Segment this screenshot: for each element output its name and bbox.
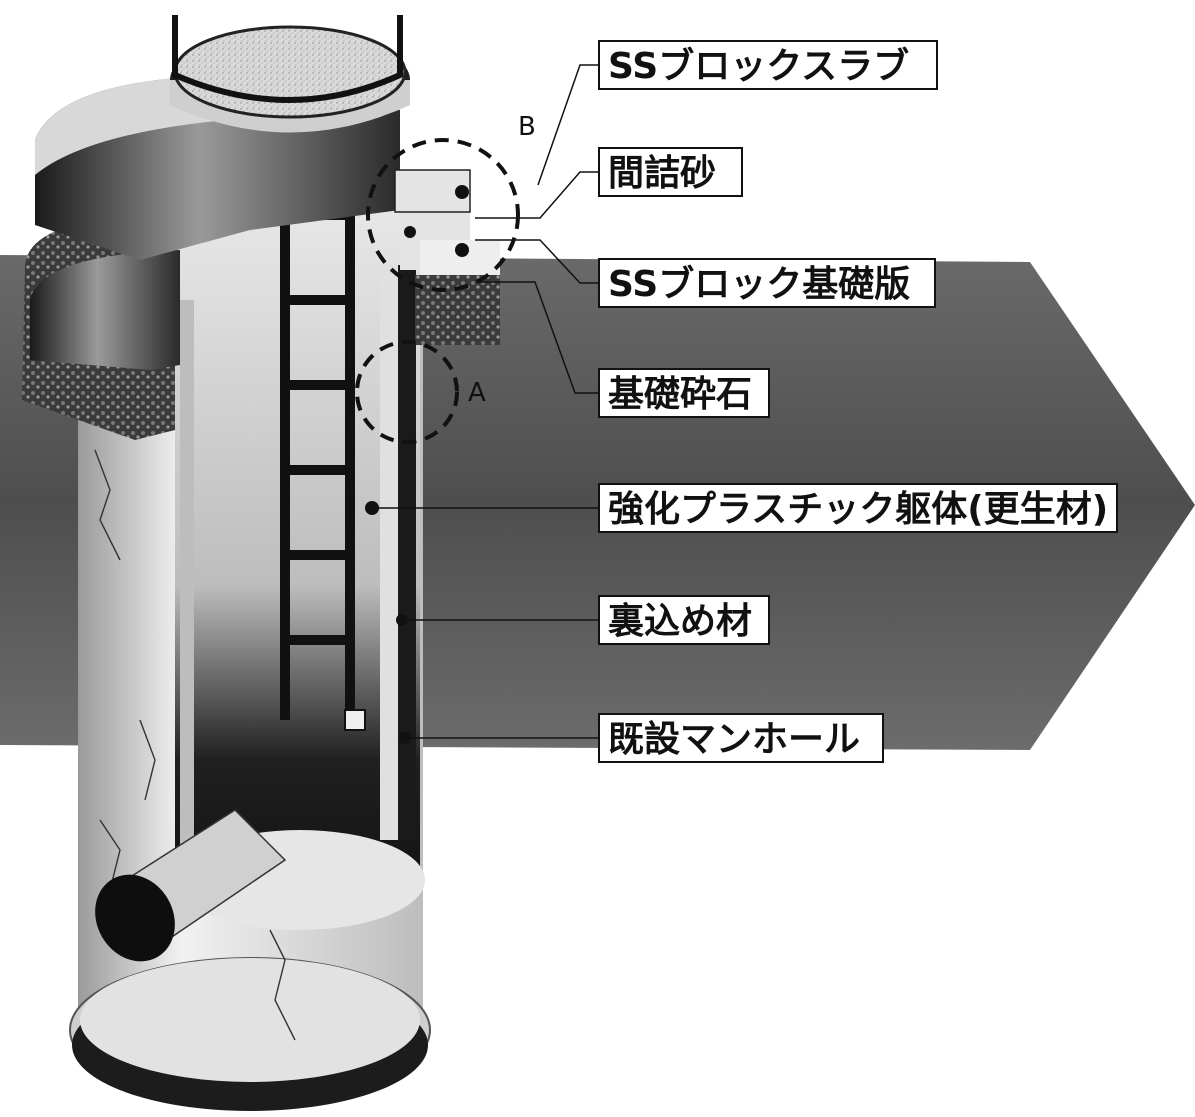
label-filler-sand: 間詰砂 (598, 147, 743, 197)
label-backfill: 裏込め材 (598, 595, 770, 645)
label-base-crushed-stone: 基礎砕石 (598, 368, 770, 418)
frp-wall (398, 265, 416, 840)
detail-circle-b (366, 138, 520, 292)
crack-lines (94, 449, 296, 1041)
leader-dots (365, 185, 469, 744)
base-crushed-stone-block (415, 275, 500, 345)
outlet-pipe (95, 809, 287, 962)
detail-circle-a (355, 340, 459, 444)
ss-block-base-ring (30, 250, 180, 370)
label-ss-block-base: SSブロック基礎版 (598, 258, 936, 308)
backfill-layer (180, 300, 194, 860)
leader-lines (372, 64, 598, 739)
detail-marker-a: A (468, 378, 486, 408)
label-frp-body: 強化プラスチック躯体(更生材) (598, 483, 1118, 533)
detail-marker-b: B (518, 112, 536, 142)
label-existing-manhole: 既設マンホール (598, 713, 884, 763)
manhole-cover-frame (170, 15, 410, 133)
label-ss-block-slab: SSブロックスラブ (598, 40, 938, 90)
